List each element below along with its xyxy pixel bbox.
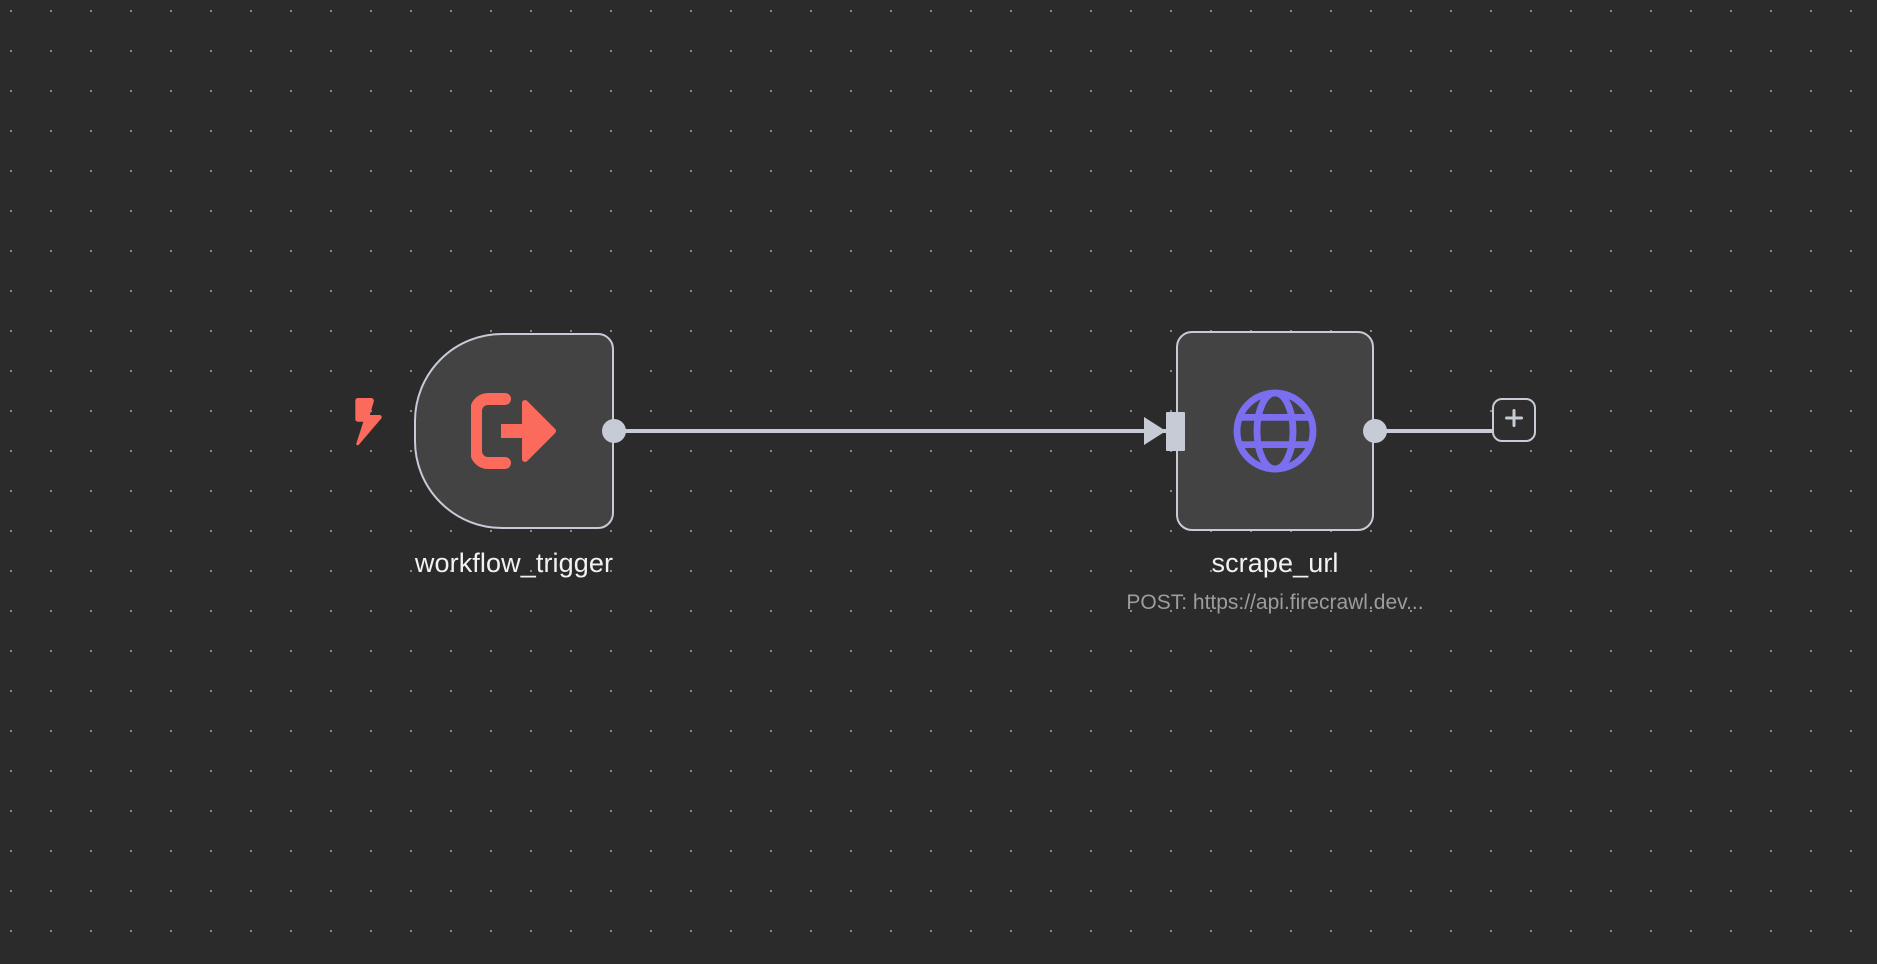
add-node-button[interactable] bbox=[1492, 398, 1536, 442]
node-scrape-url[interactable] bbox=[1176, 331, 1374, 531]
node-workflow-trigger[interactable] bbox=[414, 333, 614, 529]
output-port-workflow-trigger[interactable] bbox=[602, 419, 626, 443]
node-label-scrape-url: scrape_url bbox=[1211, 548, 1339, 578]
plus-icon bbox=[1502, 406, 1526, 435]
input-port-scrape-url[interactable] bbox=[1166, 412, 1185, 451]
lightning-bolt-icon bbox=[352, 398, 386, 446]
node-sublabel-scrape-url: POST: https://api.firecrawl.dev... bbox=[1126, 591, 1424, 614]
output-port-scrape-url[interactable] bbox=[1363, 419, 1387, 443]
node-label-workflow-trigger: workflow_trigger bbox=[414, 548, 614, 578]
globe-icon bbox=[1227, 383, 1323, 479]
exit-arrow-icon bbox=[470, 393, 557, 469]
input-port-arrow-scrape-url bbox=[1144, 417, 1166, 445]
